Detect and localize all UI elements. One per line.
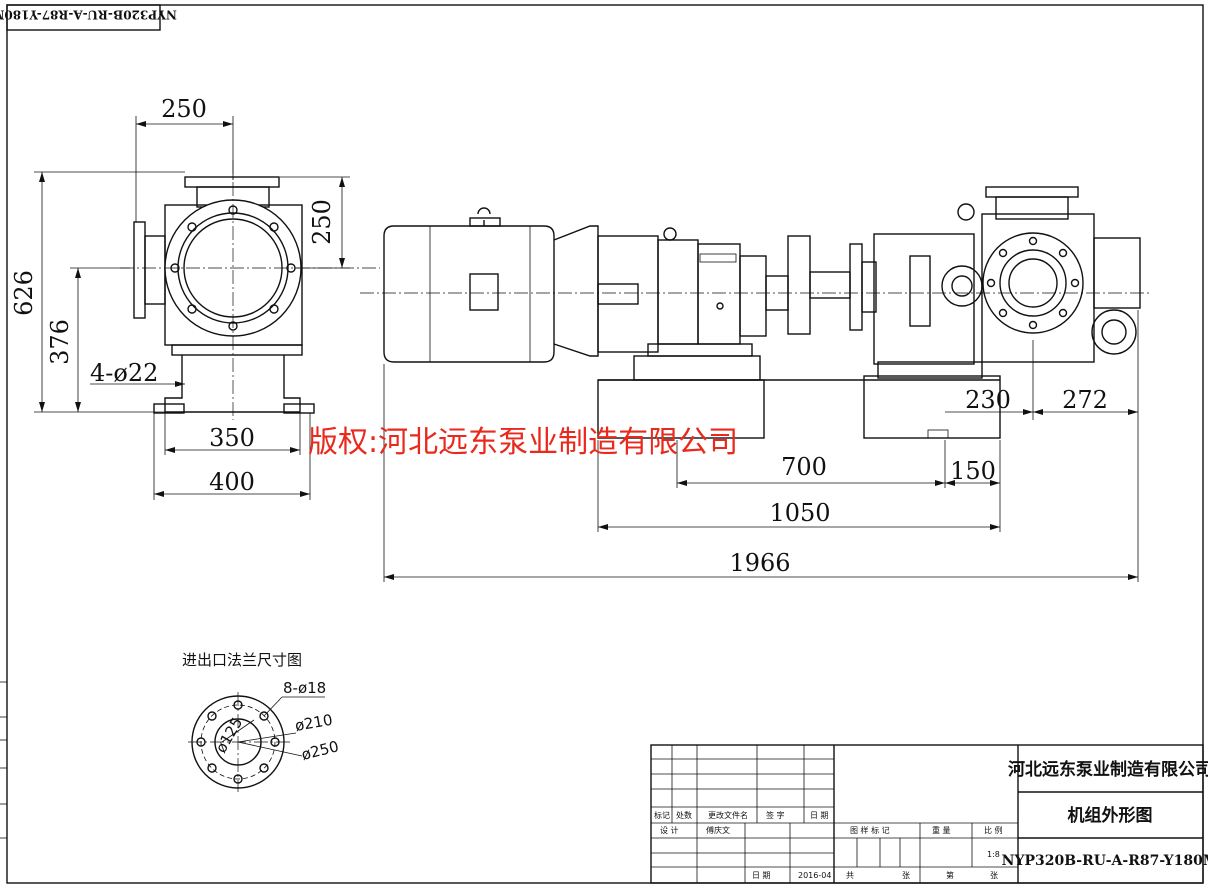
base-frame xyxy=(597,355,1001,439)
tb-page-unit: 张 xyxy=(990,871,998,880)
dim-center-height: 376 xyxy=(46,319,74,365)
tb-date-label: 日 期 xyxy=(752,871,771,880)
tb-date: 2016-04 xyxy=(798,871,831,880)
flange-pcd: ø210 xyxy=(294,711,334,735)
coupling xyxy=(787,235,877,335)
front-view-dims: 230 272 700 150 1050 1966 xyxy=(383,310,1139,582)
tb-designer: 傅庆文 xyxy=(706,825,730,835)
tb-scale: 1:8 xyxy=(987,850,1000,859)
flange-inner-dia: ø125 xyxy=(212,714,246,756)
tb-header-date: 日 期 xyxy=(810,811,829,820)
tb-page-label: 第 xyxy=(946,870,954,880)
tb-drawing-title: 机组外形图 xyxy=(1068,805,1153,826)
tb-total-label: 共 xyxy=(846,871,854,880)
tb-company: 河北远东泵业制造有限公司 xyxy=(1008,759,1208,780)
dim-pump-width: 250 xyxy=(161,95,207,123)
tb-header-mark: 标记 xyxy=(654,810,670,820)
tb-design-label: 设 计 xyxy=(660,825,679,835)
dim-overall-height: 626 xyxy=(10,270,38,316)
motor xyxy=(383,207,659,363)
tb-weight-label: 重 量 xyxy=(932,825,951,835)
flange-detail xyxy=(188,692,325,792)
tb-header-count: 处数 xyxy=(676,810,692,820)
gear-pump xyxy=(873,186,1141,365)
corner-code: NYP320B-RU-A-R87-Y180M xyxy=(0,8,177,22)
copyright-watermark: 版权:河北远东泵业制造有限公司 xyxy=(308,425,738,460)
tb-stage-label: 图 样 标 记 xyxy=(850,825,890,835)
tb-header-file: 更改文件名 xyxy=(708,810,748,820)
dim-base-inner: 350 xyxy=(209,424,255,452)
drawing-frame xyxy=(6,4,1204,884)
side-view-dims: 250 250 626 376 4-ø22 350 400 xyxy=(10,95,350,500)
pump-side-view xyxy=(120,160,380,420)
dim-150: 150 xyxy=(950,457,996,485)
reducer xyxy=(647,227,789,357)
flange-bolt-holes: 8-ø18 xyxy=(283,679,326,697)
dim-230: 230 xyxy=(965,386,1011,414)
corner-code-box xyxy=(6,4,161,31)
tb-drawing-code: NYP320B-RU-A-R87-Y180M xyxy=(1002,853,1208,869)
flange-outer-dia: ø250 xyxy=(300,737,341,764)
title-block xyxy=(650,744,1204,884)
left-edge-ticks xyxy=(0,681,7,839)
tb-scale-label: 比 例 xyxy=(984,825,1003,835)
dim-hole-spec: 4-ø22 xyxy=(90,359,158,387)
dim-272: 272 xyxy=(1062,386,1108,414)
flange-detail-title: 进出口法兰尺寸图 xyxy=(182,651,302,669)
dim-port-offset: 250 xyxy=(308,199,336,245)
dim-1966: 1966 xyxy=(729,549,790,577)
dim-700: 700 xyxy=(781,453,827,481)
dim-1050: 1050 xyxy=(769,499,830,527)
tb-total-unit: 张 xyxy=(902,871,910,880)
tb-header-sign: 签 字 xyxy=(766,810,785,820)
dim-base-outer: 400 xyxy=(209,468,255,496)
